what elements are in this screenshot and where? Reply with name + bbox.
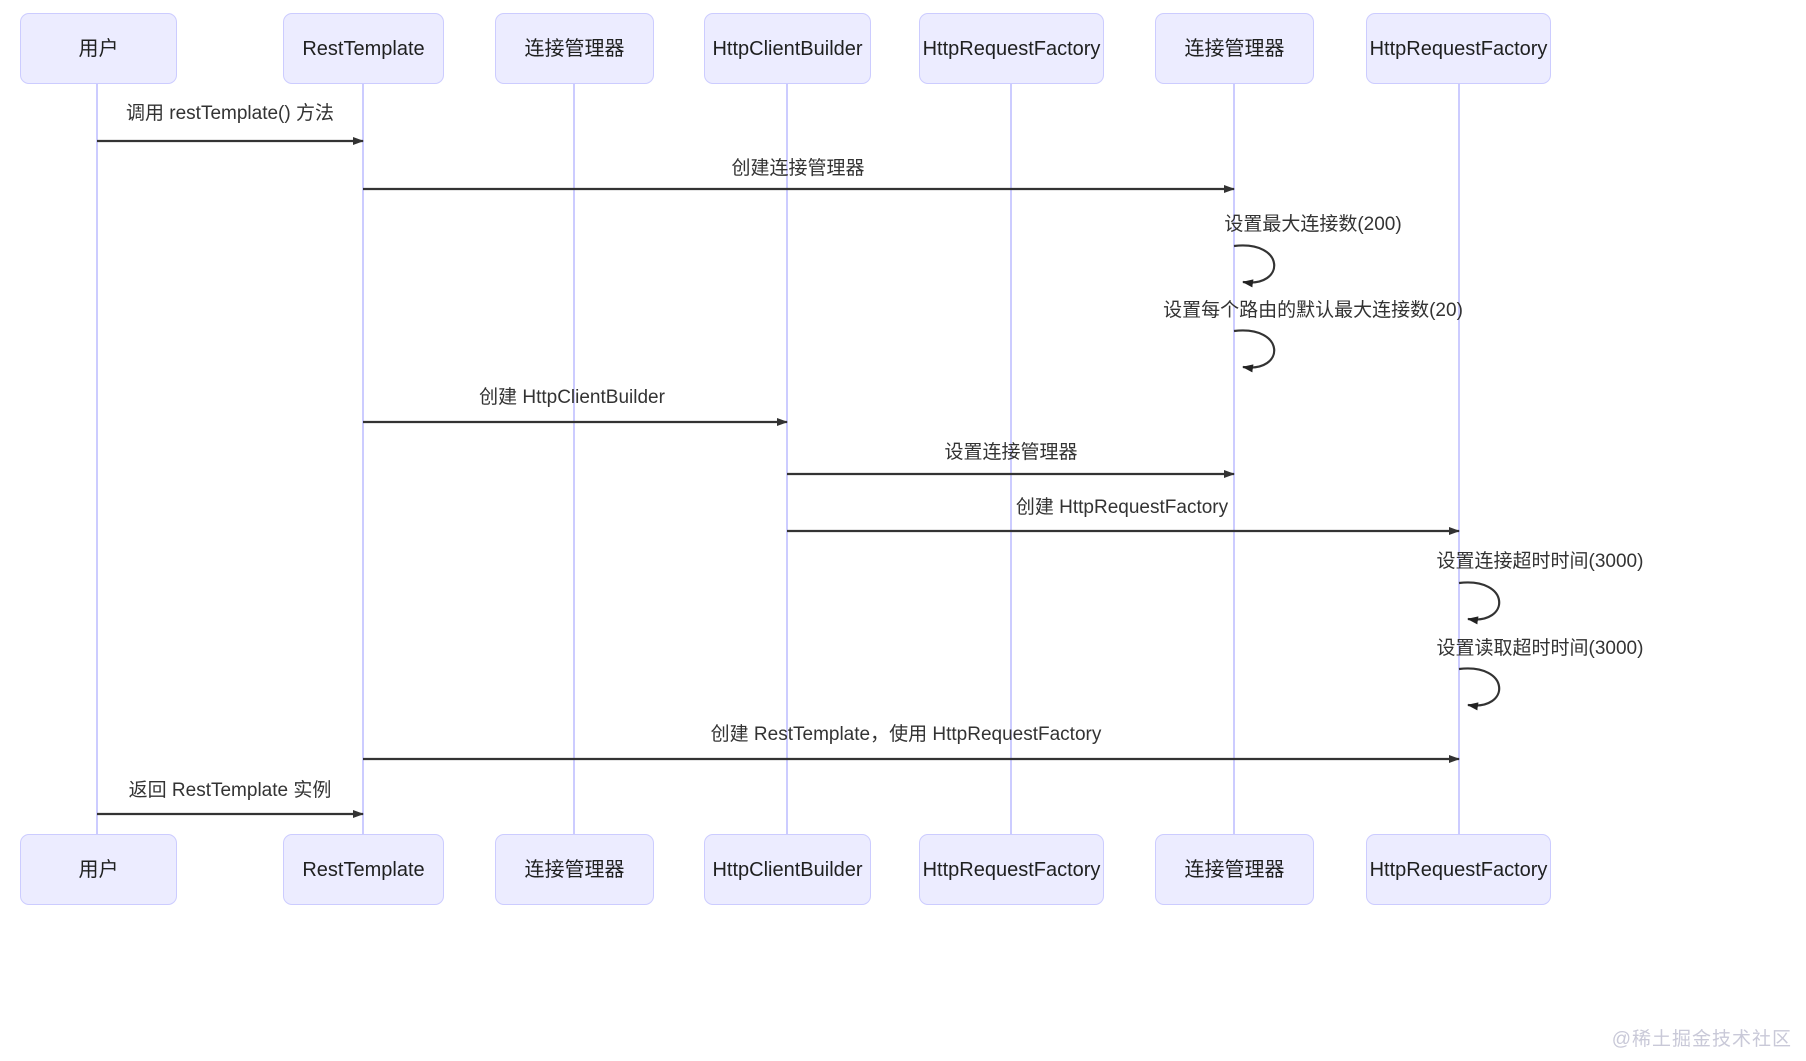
message-label-m4: 设置每个路由的默认最大连接数(20): [1163, 300, 1463, 321]
participant-bottom-hrf2[interactable]: HttpRequestFactory: [1366, 834, 1551, 905]
participant-label: 用户: [78, 858, 119, 881]
participant-bottom-user[interactable]: 用户: [20, 834, 177, 905]
self-message-m9: [1458, 667, 1501, 711]
participant-bottom-connmg2[interactable]: 连接管理器: [1155, 834, 1314, 905]
participant-bottom-hcb[interactable]: HttpClientBuilder: [704, 834, 871, 905]
message-label-m11: 返回 RestTemplate 实例: [128, 780, 332, 801]
participant-top-rest[interactable]: RestTemplate: [283, 13, 444, 84]
participant-top-hrf[interactable]: HttpRequestFactory: [919, 13, 1104, 84]
participant-label: 用户: [78, 37, 119, 60]
participant-label: 连接管理器: [524, 37, 625, 60]
participant-label: RestTemplate: [302, 37, 425, 60]
participant-label: HttpRequestFactory: [922, 858, 1101, 881]
participant-bottom-rest[interactable]: RestTemplate: [283, 834, 444, 905]
participant-top-hrf2[interactable]: HttpRequestFactory: [1366, 13, 1551, 84]
participant-label: HttpRequestFactory: [922, 37, 1101, 60]
message-label-m9: 设置读取超时时间(3000): [1436, 638, 1644, 659]
lifelines-group: [96, 84, 1460, 834]
self-message-m8: [1458, 581, 1501, 625]
participant-label: 连接管理器: [1184, 858, 1285, 881]
message-label-m6: 设置连接管理器: [944, 442, 1078, 463]
participant-bottom-connmg[interactable]: 连接管理器: [495, 834, 654, 905]
participant-label: HttpRequestFactory: [1369, 858, 1548, 881]
message-label-m7: 创建 HttpRequestFactory: [1015, 497, 1229, 518]
participant-top-hcb[interactable]: HttpClientBuilder: [704, 13, 871, 84]
participant-label: HttpClientBuilder: [712, 858, 863, 881]
participant-top-connmg[interactable]: 连接管理器: [495, 13, 654, 84]
participant-label: RestTemplate: [302, 858, 425, 881]
participant-label: 连接管理器: [1184, 37, 1285, 60]
message-label-m1: 调用 restTemplate() 方法: [126, 103, 334, 124]
participant-top-user[interactable]: 用户: [20, 13, 177, 84]
message-label-m5: 创建 HttpClientBuilder: [479, 387, 665, 408]
watermark: @稀土掘金技术社区: [1611, 1029, 1792, 1050]
message-label-m3: 设置最大连接数(200): [1224, 214, 1402, 235]
self-message-m4: [1233, 329, 1276, 373]
participant-label: 连接管理器: [524, 858, 625, 881]
message-label-m8: 设置连接超时时间(3000): [1436, 551, 1644, 572]
self-message-m3: [1233, 244, 1276, 288]
message-label-m2: 创建连接管理器: [731, 158, 865, 179]
message-label-m10: 创建 RestTemplate，使用 HttpRequestFactory: [710, 724, 1102, 745]
participant-label: HttpClientBuilder: [712, 37, 863, 60]
message-arrows-group: [97, 137, 1501, 818]
participant-top-connmg2[interactable]: 连接管理器: [1155, 13, 1314, 84]
participant-bottom-hrf[interactable]: HttpRequestFactory: [919, 834, 1104, 905]
participant-label: HttpRequestFactory: [1369, 37, 1548, 60]
